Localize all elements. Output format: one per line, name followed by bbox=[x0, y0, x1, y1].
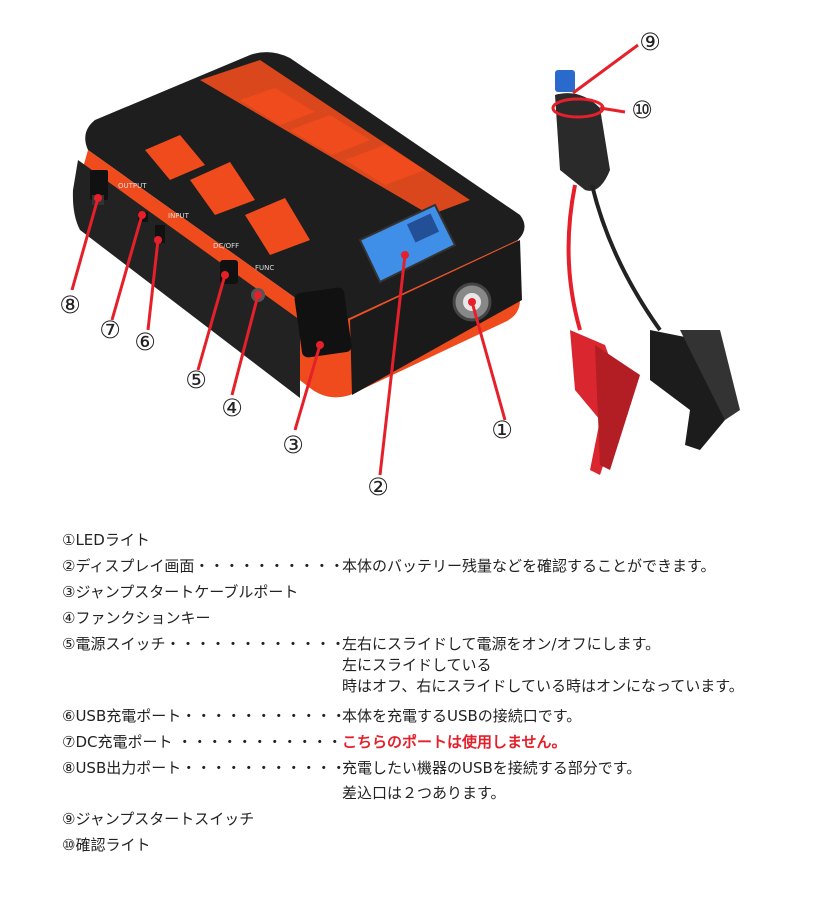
legend-name: ③ジャンプスタートケーブルポート bbox=[62, 583, 299, 601]
func-text: FUNC bbox=[255, 264, 274, 272]
legend-name: ⑤電源スイッチ・・・・・・・・・・・・ bbox=[62, 635, 346, 653]
input-text: INPUT bbox=[168, 212, 190, 220]
legend-name: ⑥USB充電ポート・・・・・・・・・・・ bbox=[62, 707, 347, 725]
legend-name: ②ディスプレイ画面・・・・・・・・・・ bbox=[62, 557, 345, 575]
label-1: ① bbox=[491, 416, 513, 444]
legend-item-function-key: ④ファンクションキー bbox=[62, 608, 802, 629]
legend-desc: 左右にスライドして電源をオン/オフにします。 左にスライドしている 時はオフ、右… bbox=[342, 635, 744, 695]
legend-name: ⑧USB出力ポート・・・・・・・・・・・ bbox=[62, 759, 347, 777]
legend-item-usb-charge-port: ⑥USB充電ポート・・・・・・・・・・・ 本体を充電するUSBの接続口です。 bbox=[62, 706, 802, 727]
label-8: ⑧ bbox=[59, 291, 81, 319]
legend-name: ①LEDライト bbox=[62, 531, 150, 549]
label-3: ③ bbox=[282, 431, 304, 459]
legend-item-power-switch: ⑤電源スイッチ・・・・・・・・・・・・ 左右にスライドして電源をオン/オフにしま… bbox=[62, 634, 802, 701]
callout-lines bbox=[70, 43, 639, 476]
legend-item-jump-start-switch: ⑨ジャンプスタートスイッチ bbox=[62, 809, 802, 830]
legend-desc: 本体を充電するUSBの接続口です。 bbox=[342, 707, 582, 725]
legend-item-jump-cable-port: ③ジャンプスタートケーブルポート bbox=[62, 582, 802, 603]
legend-desc: 本体のバッテリー残量などを確認することができます。 bbox=[342, 557, 716, 575]
product-diagram: OUTPUT INPUT DC/OFF FUNC bbox=[59, 28, 740, 500]
legend-name: ⑦DC充電ポート ・・・・・・・・・・・ bbox=[62, 733, 343, 751]
jump-starter-device: OUTPUT INPUT DC/OFF FUNC bbox=[72, 52, 525, 398]
legend-name: ⑩確認ライト bbox=[62, 836, 151, 854]
legend-name: ④ファンクションキー bbox=[62, 609, 211, 627]
label-4: ④ bbox=[221, 394, 243, 422]
label-5: ⑤ bbox=[185, 366, 207, 394]
legend-item-dc-charge-port: ⑦DC充電ポート ・・・・・・・・・・・ こちらのポートは使用しません。 bbox=[62, 732, 802, 753]
label-6: ⑥ bbox=[134, 328, 156, 356]
legend-item-display: ②ディスプレイ画面・・・・・・・・・・ 本体のバッテリー残量などを確認することが… bbox=[62, 556, 802, 577]
parts-legend: ①LEDライト ②ディスプレイ画面・・・・・・・・・・ 本体のバッテリー残量など… bbox=[62, 530, 802, 861]
label-2: ② bbox=[367, 473, 389, 500]
dc-off-text: DC/OFF bbox=[213, 242, 239, 250]
label-7: ⑦ bbox=[99, 316, 121, 344]
legend-desc-warning: こちらのポートは使用しません。 bbox=[342, 733, 567, 751]
output-text: OUTPUT bbox=[118, 182, 147, 190]
legend-name: ⑨ジャンプスタートスイッチ bbox=[62, 810, 255, 828]
legend-item-confirm-light: ⑩確認ライト bbox=[62, 835, 802, 856]
label-10: ⑩ bbox=[631, 96, 653, 124]
callout-dots bbox=[94, 194, 476, 349]
legend-item-led-light: ①LEDライト bbox=[62, 530, 802, 551]
legend-desc: 充電したい機器のUSBを接続する部分です。 差込口は２つあります。 bbox=[342, 759, 642, 802]
label-9: ⑨ bbox=[639, 28, 661, 56]
legend-item-usb-output-port: ⑧USB出力ポート・・・・・・・・・・・ 充電したい機器のUSBを接続する部分で… bbox=[62, 758, 802, 804]
jump-cable bbox=[555, 70, 740, 475]
